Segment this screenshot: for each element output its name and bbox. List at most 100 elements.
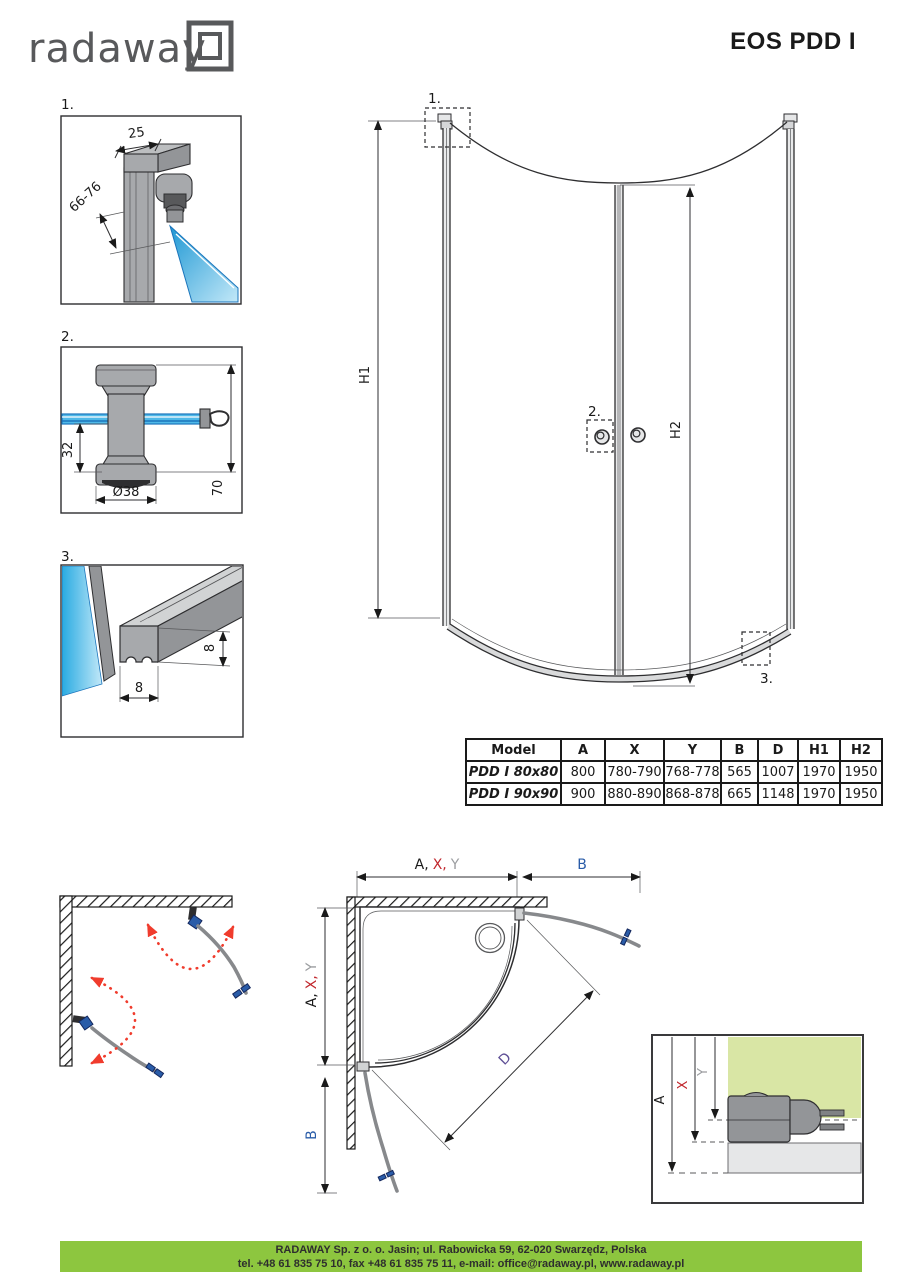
- callout-3-box: [741, 631, 771, 666]
- col-a: A: [560, 738, 606, 762]
- dim-axy-left-label: A, X, Y: [304, 962, 320, 1007]
- size-table: Model A X Y B D H1 H2 PDD I 80x80 800 78…: [465, 738, 883, 806]
- glass-pane: [62, 566, 103, 697]
- logo-mark-icon: [186, 20, 234, 72]
- door-knob-left: [594, 429, 610, 445]
- col-d: D: [757, 738, 799, 762]
- dim-y-label: Y: [696, 1068, 711, 1077]
- dim-horizontal-label: 8: [135, 681, 143, 696]
- footer-contact: tel. +48 61 835 75 10, fax +48 61 835 75…: [237, 1257, 685, 1270]
- cell-h1: 1970: [797, 760, 841, 784]
- dim-x: X,: [304, 975, 320, 989]
- door-upper: [187, 906, 252, 999]
- detail-3-panel: 3. 8 8: [60, 549, 244, 738]
- dim-width-label: 25: [127, 125, 145, 142]
- callout-1-label: 1.: [428, 91, 441, 107]
- cell-d: 1148: [757, 782, 799, 806]
- dim-a: A,: [304, 993, 320, 1007]
- door-lower: [72, 1015, 165, 1079]
- cell-a: 800: [560, 760, 606, 784]
- dim-height-label: 70: [211, 480, 226, 497]
- dim-b-top-label: B: [577, 857, 587, 873]
- cell-y: 868-878: [663, 782, 722, 806]
- wall-left: [346, 896, 356, 1150]
- dim-h2-label: H2: [669, 421, 684, 439]
- callout-3-label: 3.: [760, 671, 773, 687]
- right-wall-profile: [782, 113, 798, 629]
- dim-d-label: D: [496, 1050, 515, 1069]
- dim-a-label: A: [653, 1095, 668, 1104]
- wall-profile-section: [727, 1091, 862, 1174]
- footer-address: RADAWAY Sp. z o. o. Jasin; ul. Rabowicka…: [275, 1243, 647, 1256]
- model-name: PDD I 90x90: [465, 782, 562, 806]
- dim-vertical-label: 8: [203, 644, 218, 652]
- model-name: PDD I 80x80: [465, 760, 562, 784]
- callout-2-label: 2.: [588, 404, 601, 420]
- left-wall-profile: [437, 113, 453, 626]
- table-row: PDD I 90x90 900 880-890 868-878 665 1148…: [465, 782, 883, 806]
- dim-offset-label: 32: [61, 442, 76, 459]
- detail-3-label: 3.: [61, 549, 74, 565]
- cell-b: 665: [720, 782, 759, 806]
- plan-view-drawing: A,X,Y B D: [304, 857, 641, 1194]
- col-x: X: [604, 738, 665, 762]
- bottom-rail: [446, 618, 792, 683]
- center-door-edges: [614, 185, 624, 675]
- footer-bar: RADAWAY Sp. z o. o. Jasin; ul. Rabowicka…: [60, 1241, 862, 1272]
- product-title: EOS PDD I: [730, 28, 856, 55]
- cell-h2: 1950: [839, 760, 883, 784]
- col-h2: H2: [839, 738, 883, 762]
- brand-logo: radaway: [28, 20, 234, 72]
- wall-top: [59, 895, 233, 908]
- wall-top: [346, 896, 548, 908]
- dim-axy-top-label: A,X,Y: [415, 857, 460, 873]
- callout-1-box: [424, 107, 471, 148]
- dim-diameter-label: Ø38: [113, 485, 140, 500]
- dim-y: Y: [450, 857, 460, 873]
- dim-h1-label: H1: [358, 366, 373, 384]
- cell-d: 1007: [757, 760, 799, 784]
- cell-x: 880-890: [604, 782, 665, 806]
- col-model: Model: [465, 738, 562, 762]
- dim-a: A,: [415, 857, 429, 873]
- cell-x: 780-790: [604, 760, 665, 784]
- cell-a: 900: [560, 782, 606, 806]
- dim-x: X,: [433, 857, 447, 873]
- cell-y: 768-778: [663, 760, 722, 784]
- knob-section: [95, 364, 157, 489]
- top-glass-edge: [449, 121, 788, 184]
- main-elevation-drawing: H1: [358, 91, 798, 687]
- tray-edge: [727, 1142, 862, 1174]
- door-handle: [619, 928, 632, 946]
- door-swing-schematic: [59, 895, 252, 1079]
- dim-y: Y: [304, 962, 320, 972]
- detail-2-label: 2.: [61, 329, 74, 345]
- callout-2-box: [586, 419, 614, 453]
- corner-mount-detail: A X Y: [651, 1034, 864, 1204]
- door-handle: [377, 1169, 396, 1182]
- shower-tray: [356, 906, 525, 1072]
- door-handle: [145, 1062, 165, 1079]
- door-profile-edge: [88, 566, 116, 682]
- door-open-down: [363, 1071, 399, 1193]
- bottom-seal: [119, 566, 242, 663]
- detail-1-panel: 1. 25 66-76: [60, 97, 242, 305]
- door-knob-right: [630, 427, 646, 443]
- door-open-right: [522, 911, 641, 948]
- col-b: B: [720, 738, 759, 762]
- door-handle: [231, 983, 252, 999]
- col-h1: H1: [797, 738, 841, 762]
- brand-logo-text: radaway: [28, 26, 207, 72]
- dim-x-label: X: [676, 1080, 691, 1089]
- cell-h1: 1970: [797, 782, 841, 806]
- dim-b-left-label: B: [304, 1130, 320, 1140]
- hinge-block-bottom: [356, 1061, 370, 1072]
- seal-hook: [199, 408, 230, 429]
- wall-left: [59, 895, 73, 1067]
- table-header-row: Model A X Y B D H1 H2: [465, 738, 883, 762]
- cell-h2: 1950: [839, 782, 883, 806]
- table-row: PDD I 80x80 800 780-790 768-778 565 1007…: [465, 760, 883, 784]
- swing-arc-upper: [146, 923, 235, 971]
- detail-1-label: 1.: [61, 97, 74, 113]
